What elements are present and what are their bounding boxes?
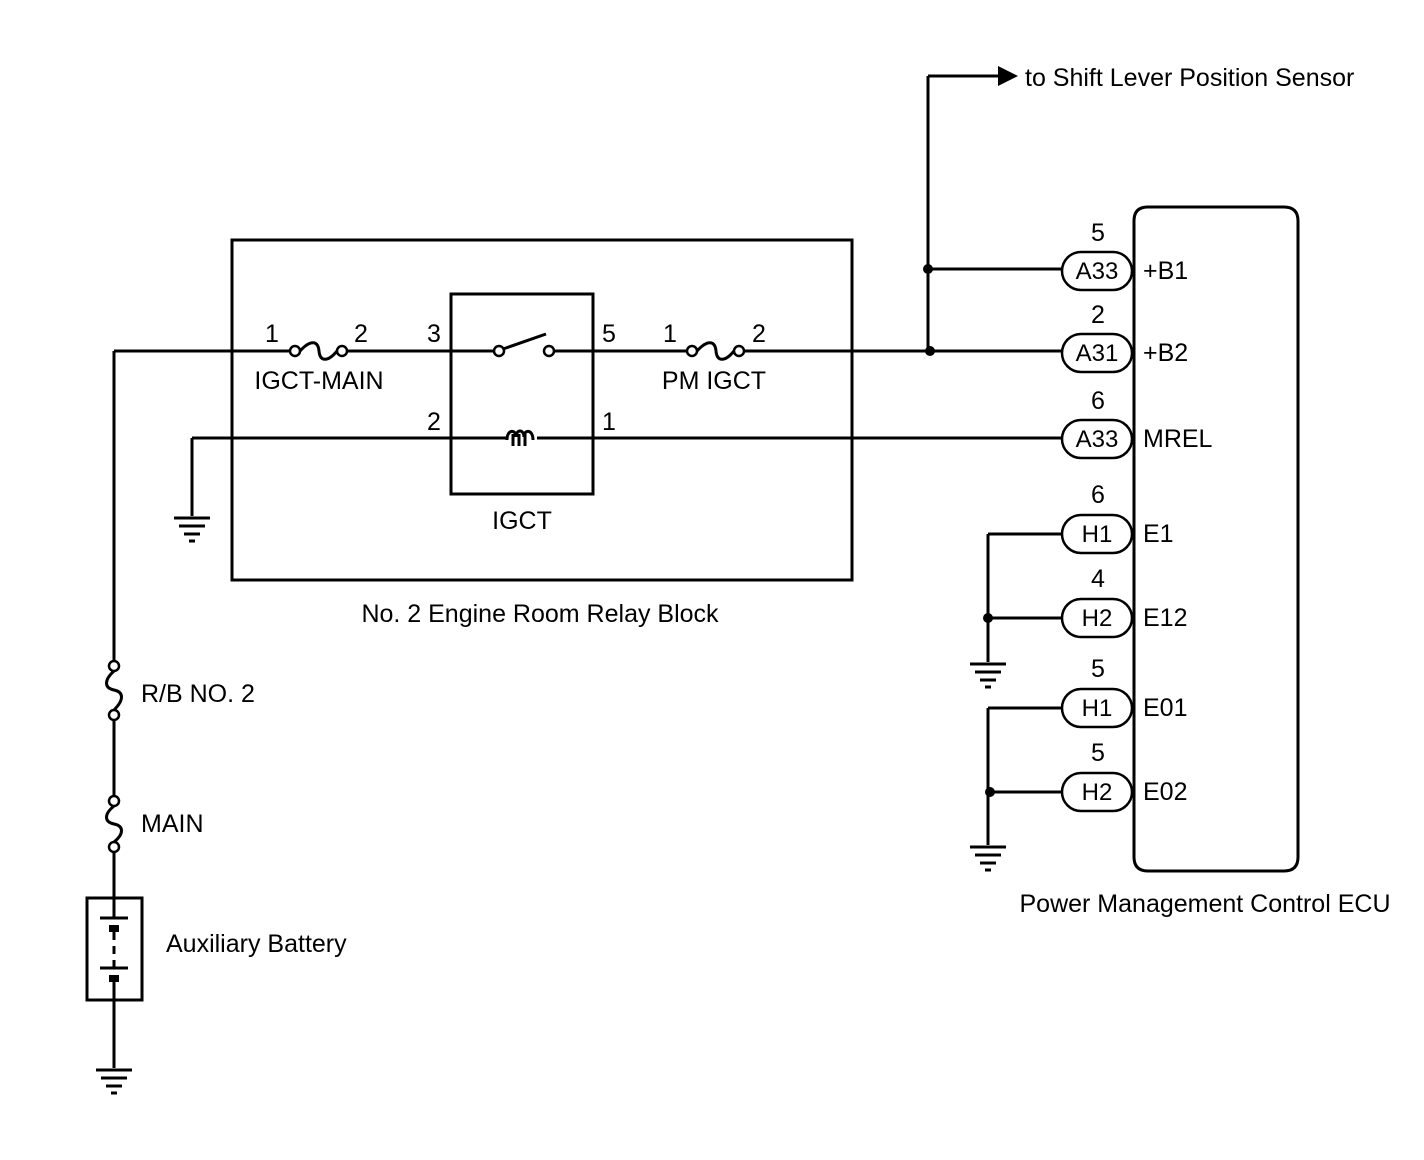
relay-block-outline <box>230 238 854 582</box>
terminal-label: +B2 <box>1143 339 1188 367</box>
ecu-pin-mrel: 6 A33 MREL <box>1060 387 1213 460</box>
main-fuse-label: MAIN <box>141 810 204 838</box>
ecu-pin-e1: 6 H1 E1 <box>1060 481 1174 555</box>
pin-number: 5 <box>1091 739 1105 767</box>
terminal-label: E1 <box>1143 520 1174 548</box>
connector-label: A31 <box>1076 340 1119 367</box>
relay-pin-1: 1 <box>602 408 616 436</box>
terminal-label: E01 <box>1143 694 1187 722</box>
coil-ground-icon <box>174 516 210 543</box>
battery-label: Auxiliary Battery <box>166 930 347 958</box>
terminal-label: E12 <box>1143 604 1187 632</box>
ecu-outline <box>1132 205 1300 873</box>
ecu-pin-e12: 4 H2 E12 <box>1060 565 1187 639</box>
connector-label: H2 <box>1082 605 1113 632</box>
pin-number: 5 <box>1091 655 1105 683</box>
ecu-pin-e01: 5 H1 E01 <box>1060 655 1187 729</box>
ecu-ground-icon-1 <box>970 662 1006 689</box>
pin-number: 5 <box>1091 219 1105 247</box>
connector-label: A33 <box>1076 426 1119 453</box>
pin-number: 6 <box>1091 481 1105 509</box>
igct-relay-label: IGCT <box>492 507 552 535</box>
ecu-ground-wiring <box>983 532 1062 845</box>
igct-relay-outline <box>449 292 595 496</box>
igct-main-pin-out: 2 <box>354 320 368 348</box>
terminal-label: MREL <box>1143 425 1213 453</box>
shift-lever-branch <box>923 66 1062 356</box>
ecu-pin-e02: 5 H2 E02 <box>1060 739 1187 813</box>
connector-label: H1 <box>1082 695 1113 722</box>
pm-igct-pin-out: 2 <box>752 320 766 348</box>
battery-icon <box>85 896 144 1002</box>
igct-main-fuse <box>288 341 349 361</box>
connector-label: A33 <box>1076 258 1119 285</box>
pm-igct-fuse <box>685 341 746 361</box>
main-fuse <box>105 794 123 854</box>
connector-label: H1 <box>1082 521 1113 548</box>
terminal-label: E02 <box>1143 778 1187 806</box>
relay-switch-icon <box>492 332 556 358</box>
pin-number: 6 <box>1091 387 1105 415</box>
relay-pin-3: 3 <box>427 320 441 348</box>
igct-main-pin-in: 1 <box>265 320 279 348</box>
connector-label: H2 <box>1082 779 1113 806</box>
ecu-ground-icon-2 <box>970 845 1006 872</box>
pm-igct-fuse-label: PM IGCT <box>662 367 766 395</box>
ecu-pin-b1: 5 A33 +B1 <box>1060 219 1188 292</box>
relay-block-label: No. 2 Engine Room Relay Block <box>361 600 719 628</box>
igct-main-fuse-label: IGCT-MAIN <box>254 367 383 395</box>
relay-coil-line <box>190 429 1062 516</box>
relay-pin-5: 5 <box>602 320 616 348</box>
terminal-label: +B1 <box>1143 257 1188 285</box>
pin-number: 2 <box>1091 301 1105 329</box>
pin-number: 4 <box>1091 565 1105 593</box>
shift-lever-label: to Shift Lever Position Sensor <box>1025 64 1354 92</box>
ecu-pin-b2: 2 A31 +B2 <box>1060 301 1188 374</box>
pm-igct-pin-in: 1 <box>663 320 677 348</box>
rb-no2-fuse-label: R/B NO. 2 <box>141 680 255 708</box>
ecu-label: Power Management Control ECU <box>1020 890 1391 918</box>
battery-ground-icon <box>96 1068 132 1095</box>
rb-no2-fuse <box>105 659 123 722</box>
relay-pin-2: 2 <box>427 408 441 436</box>
